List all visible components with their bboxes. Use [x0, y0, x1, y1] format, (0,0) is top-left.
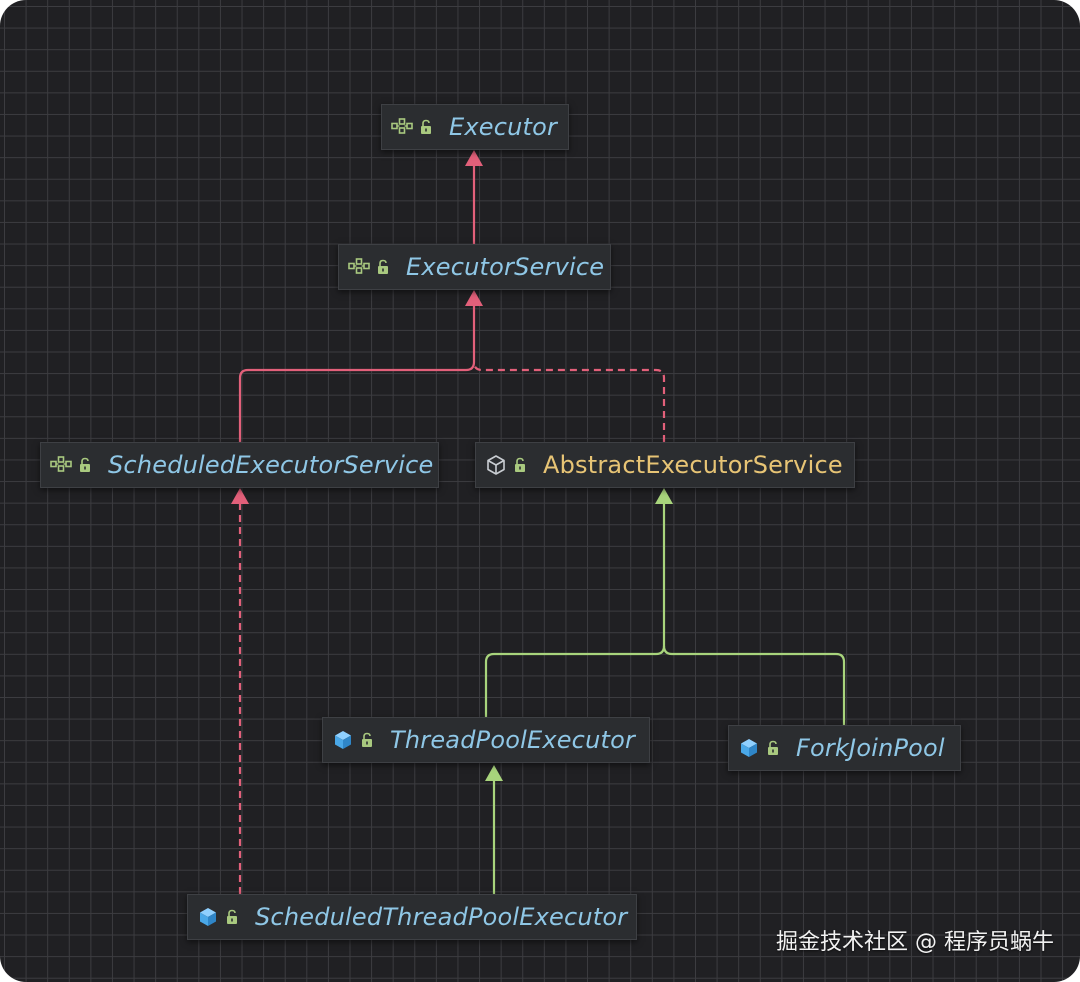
- watermark: 掘金技术社区 @ 程序员蜗牛: [776, 930, 1054, 955]
- node-label: ExecutorService: [406, 253, 605, 281]
- node-forkjoinpool[interactable]: ForkJoinPool: [728, 725, 961, 771]
- edge-scheduledexecutorservice-to-executorservice: [238, 306, 476, 442]
- node-label: Executor: [449, 113, 558, 141]
- lock-icon: [225, 908, 239, 926]
- node-scheduledexecutorservice[interactable]: ScheduledExecutorService: [40, 442, 439, 488]
- arrowhead-executorservice: [465, 290, 483, 306]
- lock-icon: [376, 258, 390, 276]
- edge-abstractexecutorservice-to-executorservice: [472, 361, 666, 442]
- arrowhead-threadpoolexecutor: [485, 765, 503, 781]
- interface-icon: [347, 255, 371, 279]
- node-label: ForkJoinPool: [796, 734, 945, 762]
- node-executorservice[interactable]: ExecutorService: [338, 244, 611, 290]
- class-icon: [196, 905, 220, 929]
- class-icon: [331, 728, 355, 752]
- arrowhead-abstractexecutorservice: [655, 488, 673, 504]
- node-label: AbstractExecutorService: [543, 451, 843, 479]
- arrowhead-executor: [465, 150, 483, 166]
- edge-threadpoolexecutor-to-abstractexecutorservice: [484, 504, 666, 717]
- abstract-class-icon: [484, 453, 508, 477]
- lock-icon: [360, 731, 374, 749]
- node-label: ScheduledExecutorService: [108, 451, 434, 479]
- node-abstractexecutorservice[interactable]: AbstractExecutorService: [475, 442, 855, 488]
- node-scheduledthreadpoolexecutor[interactable]: ScheduledThreadPoolExecutor: [187, 894, 637, 940]
- lock-icon: [766, 739, 780, 757]
- node-threadpoolexecutor[interactable]: ThreadPoolExecutor: [322, 717, 650, 763]
- interface-icon: [390, 115, 414, 139]
- lock-icon: [513, 456, 527, 474]
- interface-icon: [49, 453, 73, 477]
- arrowhead-scheduledexecutorservice: [231, 488, 249, 504]
- edge-forkjoinpool-to-abstractexecutorservice: [662, 645, 846, 725]
- node-label: ScheduledThreadPoolExecutor: [255, 903, 628, 931]
- lock-icon: [78, 456, 92, 474]
- class-icon: [737, 736, 761, 760]
- lock-icon: [419, 118, 433, 136]
- node-label: ThreadPoolExecutor: [390, 726, 636, 754]
- node-executor[interactable]: Executor: [381, 104, 569, 150]
